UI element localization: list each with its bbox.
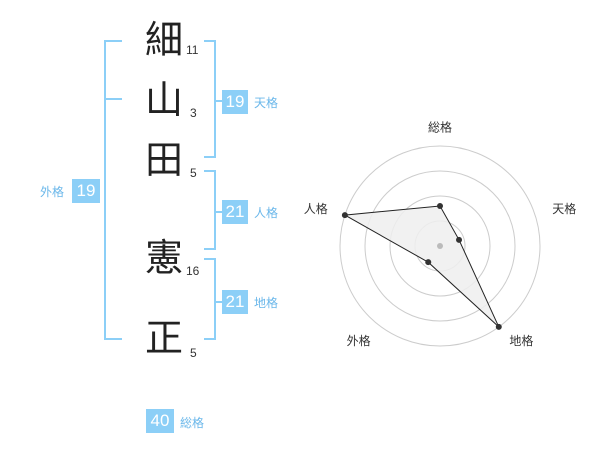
radar-ring-4 xyxy=(339,145,541,347)
gaikaku-label: 外格 xyxy=(40,185,65,199)
name-char-5: 正 xyxy=(144,316,183,360)
radar-center xyxy=(437,243,443,249)
radar-point-1 xyxy=(437,203,443,209)
radar-axis-label-1: 総格 xyxy=(428,120,452,135)
radar-axis-label-2: 天格 xyxy=(552,201,576,216)
name-char-3: 田 xyxy=(144,138,183,182)
radar-point-5 xyxy=(341,212,348,219)
radar-polygon xyxy=(343,205,500,328)
jinkaku-value-badge: 21 xyxy=(222,200,248,224)
gaikaku-value-badge: 19 xyxy=(72,179,100,203)
radar-axis-label-3: 地格 xyxy=(509,333,533,348)
chikaku-label: 地格 xyxy=(254,296,279,310)
stroke-count-4: 16 xyxy=(186,264,200,278)
radar-point-3 xyxy=(495,323,502,330)
tenkaku-value-badge: 19 xyxy=(222,90,248,114)
stroke-count-3: 5 xyxy=(190,166,197,180)
soukaku-value-badge: 40 xyxy=(146,409,174,433)
jinkaku-label: 人格 xyxy=(254,206,279,220)
chikaku-value-badge: 21 xyxy=(222,290,248,314)
tenkaku-label: 天格 xyxy=(254,96,279,110)
stroke-count-1: 11 xyxy=(186,43,199,57)
name-char-2: 山 xyxy=(144,78,183,122)
radar-ring-3 xyxy=(364,170,516,322)
radar-point-4 xyxy=(425,259,432,266)
name-char-1: 細 xyxy=(144,18,183,62)
name-char-4: 憲 xyxy=(144,236,183,280)
stroke-count-5: 5 xyxy=(190,346,197,360)
radar-axis-label-5: 人格 xyxy=(304,201,328,216)
radar-ring-2 xyxy=(389,195,491,297)
stroke-count-2: 3 xyxy=(190,106,197,120)
radar-axis-label-4: 外格 xyxy=(347,333,371,348)
soukaku-label: 総格 xyxy=(180,416,205,430)
radar-point-2 xyxy=(456,236,463,243)
